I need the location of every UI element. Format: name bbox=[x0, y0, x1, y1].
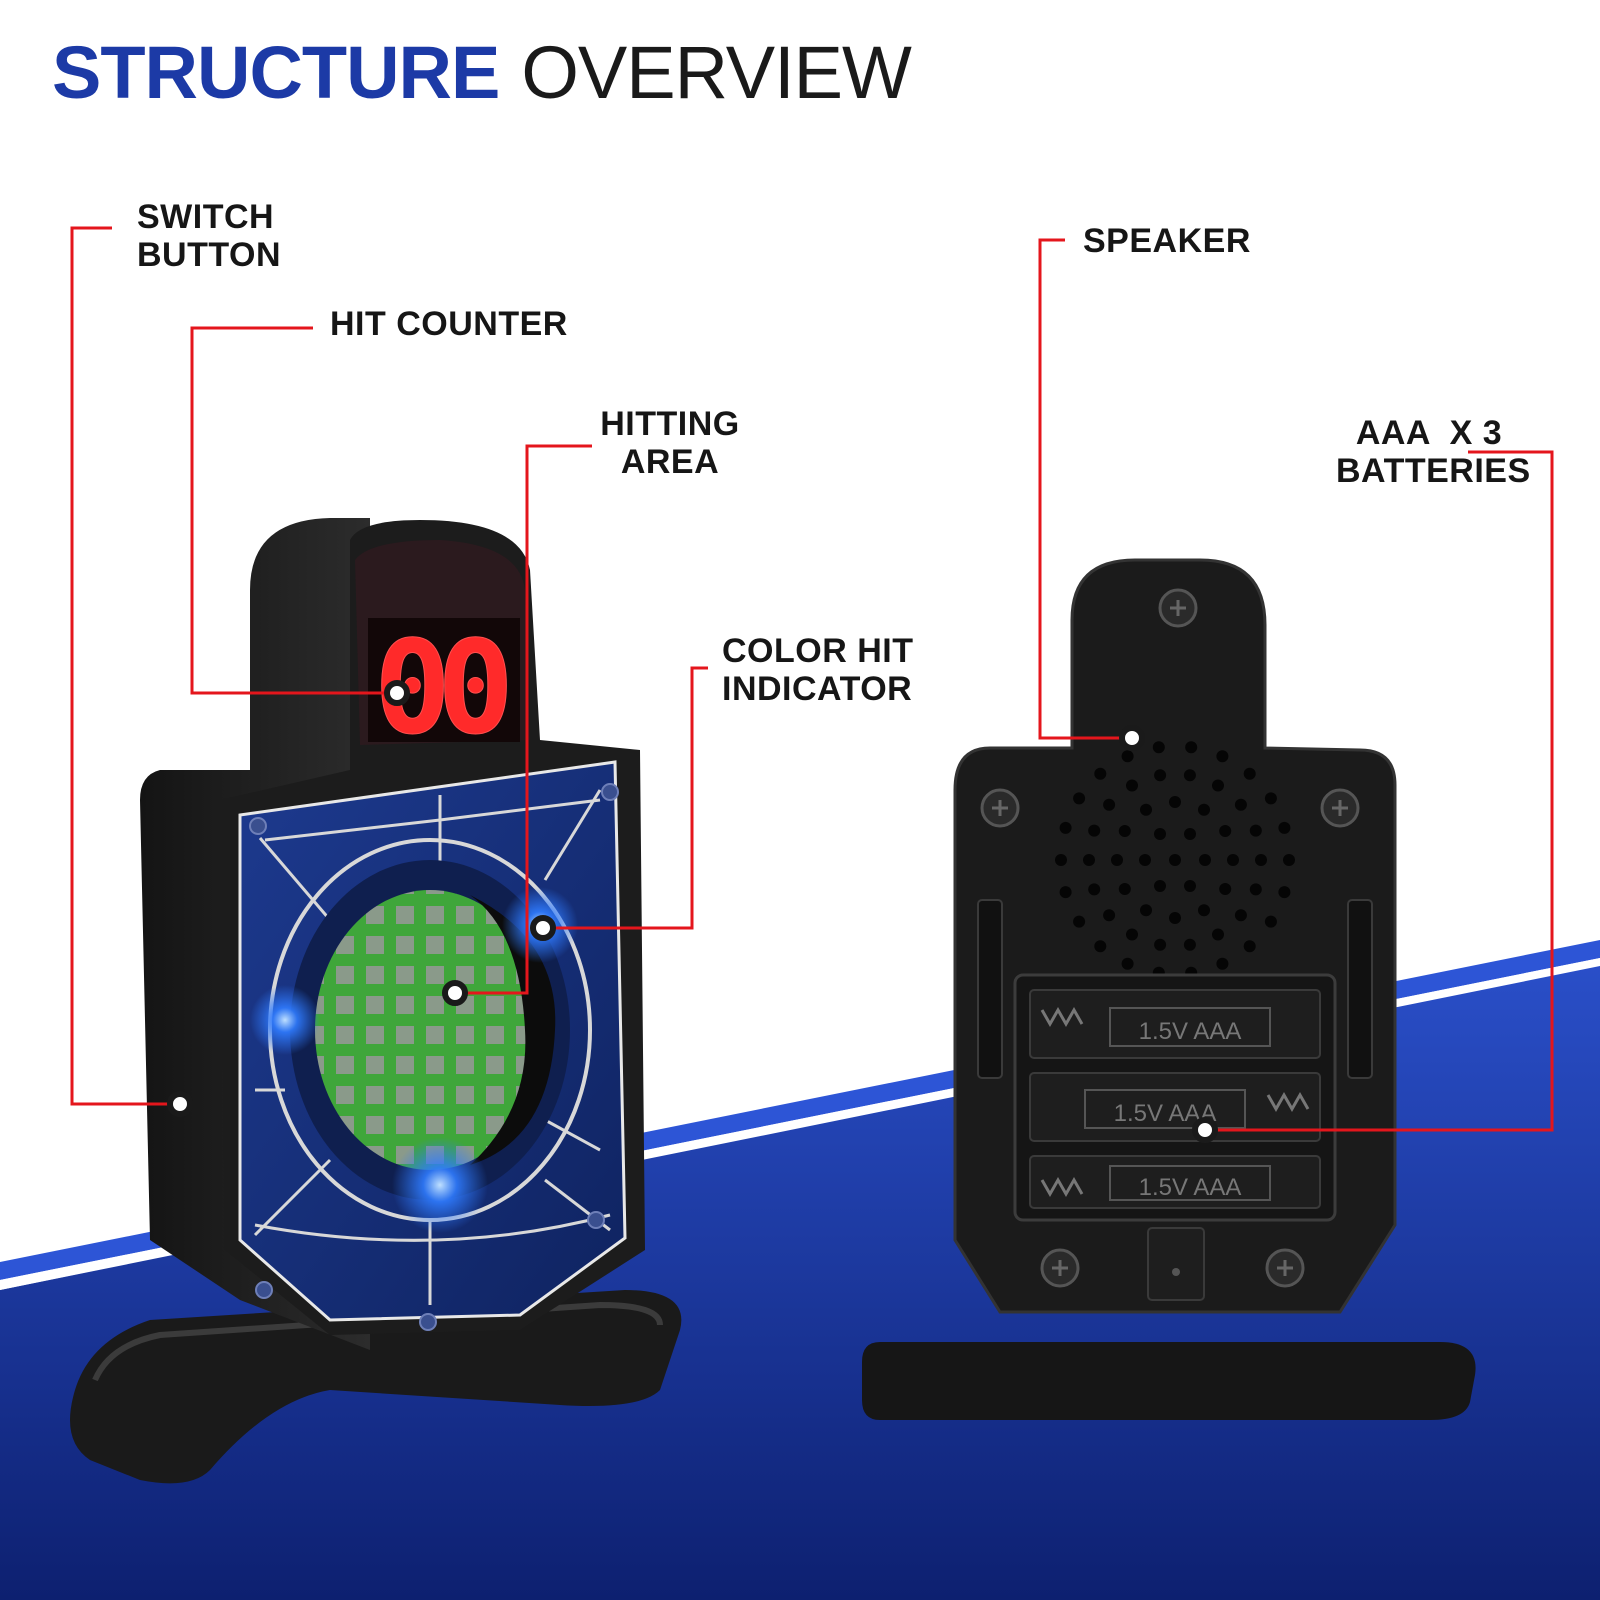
speaker-hole bbox=[1103, 798, 1116, 811]
callout-line-color-hit-indicator bbox=[543, 666, 708, 930]
front-stand bbox=[70, 1290, 682, 1484]
speaker-hole bbox=[1140, 904, 1152, 917]
front-device: 00 bbox=[70, 518, 682, 1484]
speaker-hole bbox=[1073, 915, 1086, 928]
speaker-hole bbox=[1059, 886, 1072, 899]
speaker-hole bbox=[1139, 854, 1151, 866]
speaker-hole bbox=[1126, 928, 1138, 941]
speaker-hole bbox=[1073, 792, 1086, 805]
label-hit-counter: HIT COUNTER bbox=[330, 305, 568, 343]
speaker-hole bbox=[1088, 824, 1101, 837]
speaker-hole bbox=[1243, 767, 1256, 780]
speaker-hole bbox=[1059, 821, 1072, 834]
hit-counter-display bbox=[368, 618, 520, 742]
speaker-hole bbox=[1083, 854, 1095, 866]
speaker-hole bbox=[1154, 938, 1167, 951]
label-batteries-line2: BATTERIES bbox=[1336, 452, 1531, 490]
speaker-hole bbox=[1278, 821, 1291, 834]
callout-line-speaker bbox=[1038, 238, 1132, 740]
callout-line-hitting-area bbox=[455, 444, 592, 995]
title-strong: STRUCTURE bbox=[52, 31, 500, 114]
speaker-hole bbox=[1183, 938, 1196, 951]
speaker-hole bbox=[1219, 825, 1232, 837]
speaker-hole bbox=[1183, 769, 1196, 782]
speaker-hole bbox=[1249, 883, 1262, 896]
speaker-hole bbox=[1111, 854, 1123, 866]
callout-lines bbox=[70, 226, 1554, 1132]
plate-screw-icons bbox=[249, 783, 619, 1331]
speaker-hole bbox=[1234, 909, 1247, 922]
title-light: OVERVIEW bbox=[521, 31, 911, 114]
battery-slots: 1.5V AAA 1.5V AAA 1.5V AAA bbox=[1029, 989, 1321, 1209]
label-color-hit-indicator-line2: INDICATOR bbox=[722, 670, 913, 708]
label-color-hit-indicator-line1: COLOR HIT bbox=[722, 632, 914, 670]
speaker-hole bbox=[1283, 854, 1295, 866]
label-batteries: AAA X 3 BATTERIES bbox=[1336, 414, 1531, 490]
label-switch-button-line2: BUTTON bbox=[137, 236, 282, 274]
speaker-hole bbox=[1255, 854, 1267, 866]
speaker-grille bbox=[1055, 741, 1295, 979]
battery-label-3: 1.5V AAA bbox=[1139, 1174, 1242, 1201]
speaker-hole bbox=[1094, 767, 1107, 780]
callout-line-switch-button bbox=[70, 226, 180, 1106]
page-title: STRUCTURE OVERVIEW bbox=[52, 28, 912, 118]
back-device: 1.5V AAA 1.5V AAA 1.5V AAA bbox=[862, 558, 1476, 1420]
speaker-hole bbox=[1126, 779, 1138, 792]
speaker-hole bbox=[1169, 796, 1181, 808]
speaker-hole bbox=[1154, 828, 1166, 840]
speaker-hole bbox=[1184, 880, 1196, 892]
label-hitting-area-line1: HITTING bbox=[600, 405, 740, 443]
speaker-hole bbox=[1249, 824, 1262, 837]
speaker-hole bbox=[1212, 779, 1224, 792]
label-color-hit-indicator: COLOR HIT INDICATOR bbox=[722, 632, 913, 708]
speaker-hole bbox=[1103, 909, 1116, 922]
label-switch-button: SWITCH BUTTON bbox=[137, 198, 281, 274]
speaker-hole bbox=[1216, 957, 1229, 970]
speaker-hole bbox=[1216, 750, 1229, 763]
speaker-hole bbox=[1278, 886, 1291, 899]
speaker-hole bbox=[1184, 828, 1196, 840]
speaker-hole bbox=[1094, 940, 1107, 953]
speaker-hole bbox=[1199, 854, 1211, 866]
speaker-hole bbox=[1227, 854, 1239, 866]
callout-line-hit-counter bbox=[190, 326, 397, 695]
callout-line-batteries bbox=[1205, 450, 1554, 1132]
callout-dot-icons bbox=[167, 680, 1218, 1143]
label-speaker: SPEAKER bbox=[1083, 222, 1251, 260]
speaker-hole bbox=[1118, 883, 1131, 895]
speaker-hole bbox=[1212, 928, 1224, 941]
spring-icons bbox=[1040, 1006, 1310, 1198]
speaker-hole bbox=[1118, 825, 1131, 837]
speaker-hole bbox=[1121, 957, 1134, 970]
speaker-hole bbox=[1055, 854, 1067, 866]
speaker-hole bbox=[1243, 940, 1256, 953]
speaker-hole bbox=[1264, 792, 1277, 805]
target-grid bbox=[315, 890, 545, 1170]
speaker-hole bbox=[1198, 803, 1210, 816]
speaker-hole bbox=[1198, 904, 1210, 917]
speaker-hole bbox=[1219, 883, 1232, 895]
battery-label-1: 1.5V AAA bbox=[1139, 1018, 1242, 1045]
speaker-hole bbox=[1140, 803, 1152, 816]
speaker-hole bbox=[1121, 750, 1134, 763]
speaker-hole bbox=[1264, 915, 1277, 928]
speaker-hole bbox=[1152, 741, 1165, 754]
speaker-hole bbox=[1169, 854, 1181, 866]
speaker-hole bbox=[1234, 798, 1247, 811]
speaker-hole bbox=[1185, 741, 1198, 754]
label-hitting-area-line2: AREA bbox=[620, 443, 720, 481]
speaker-hole bbox=[1154, 769, 1167, 782]
label-switch-button-line1: SWITCH bbox=[137, 198, 275, 236]
speaker-hole bbox=[1088, 883, 1101, 896]
back-stand bbox=[862, 1342, 1476, 1420]
label-batteries-line1: AAA X 3 bbox=[1355, 414, 1503, 452]
speaker-hole bbox=[1154, 880, 1166, 892]
label-hitting-area: HITTING AREA bbox=[600, 405, 740, 481]
speaker-hole bbox=[1169, 912, 1181, 924]
